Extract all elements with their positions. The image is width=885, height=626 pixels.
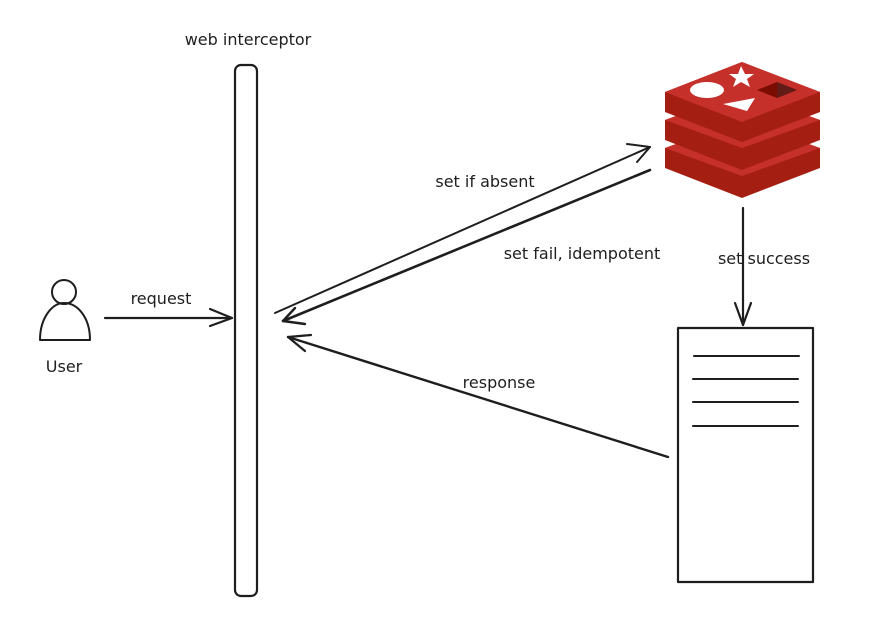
user-label: User — [46, 357, 83, 376]
set-if-absent-arrow — [274, 143, 651, 314]
set-if-absent-label: set if absent — [435, 172, 534, 191]
set-success-arrow — [733, 206, 753, 327]
redis-icon[interactable] — [665, 62, 820, 198]
set-fail-arrow — [281, 168, 652, 326]
set-fail-label: set fail, idempotent — [504, 244, 661, 263]
interceptor-title: web interceptor — [185, 30, 312, 49]
response-arrow — [286, 333, 670, 459]
user-icon[interactable] — [39, 279, 91, 341]
document-icon[interactable] — [676, 326, 815, 584]
request-label: request — [131, 289, 192, 308]
interceptor-lifeline[interactable] — [233, 63, 259, 598]
set-success-label: set success — [718, 249, 810, 268]
response-label: response — [463, 373, 536, 392]
request-arrow — [103, 307, 234, 328]
